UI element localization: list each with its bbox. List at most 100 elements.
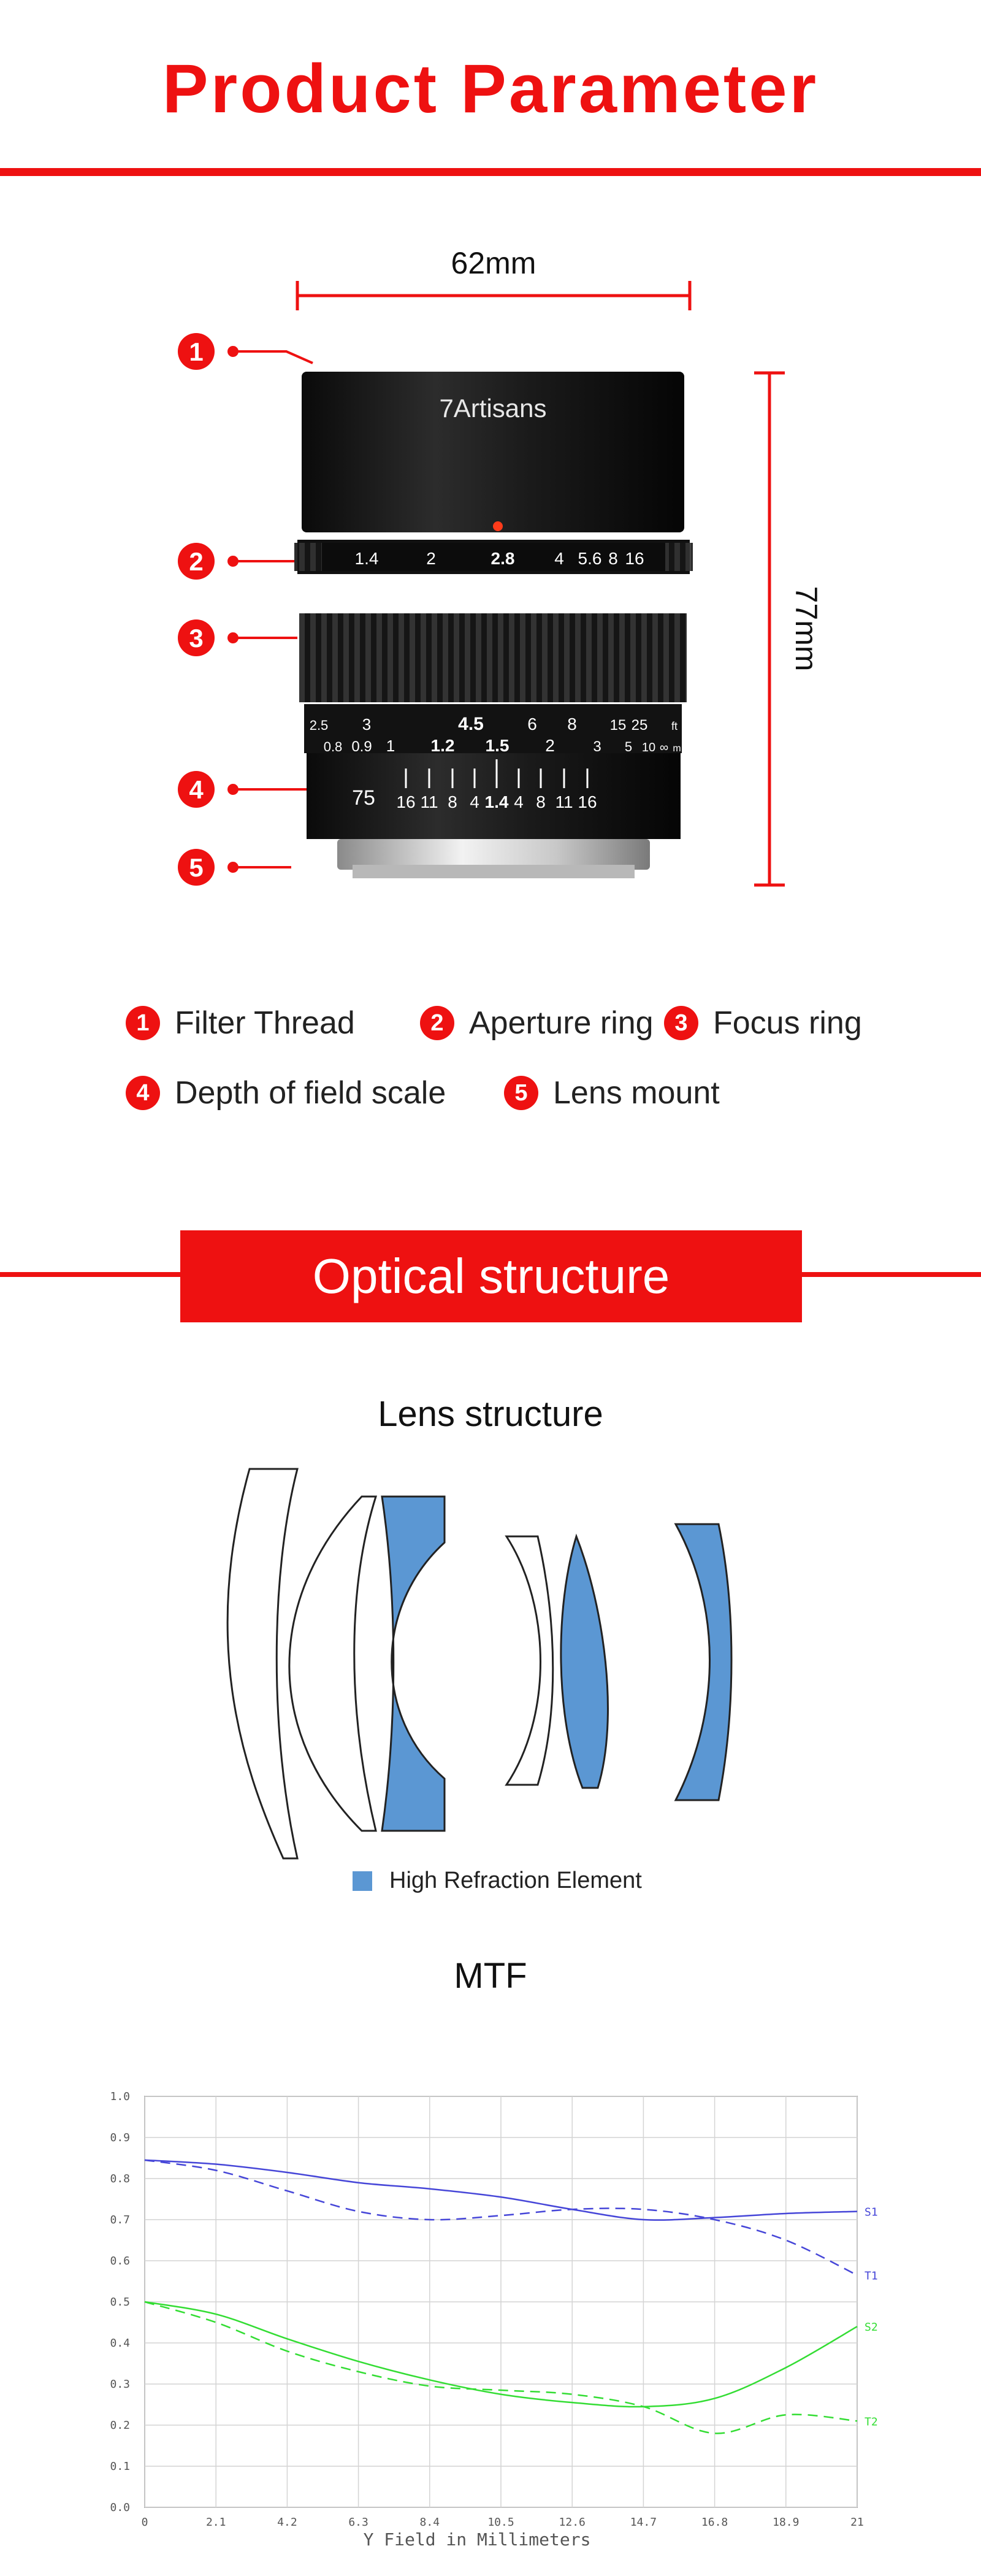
width-dimension: 62mm: [296, 246, 692, 310]
aperture-scale: 1.4 2 2.8 4 5.6 8 16: [355, 549, 644, 568]
callout-number: 5: [189, 853, 203, 882]
aperture-value: 16: [625, 549, 644, 568]
height-label: 77mm: [789, 586, 823, 672]
series-label-t1: T1: [865, 2269, 878, 2282]
chart-grid: [144, 2096, 858, 2508]
legend-filter-thread: 1 Filter Thread: [126, 1005, 355, 1041]
dof-value: 1.4: [485, 792, 509, 811]
mtf-series-t2: [144, 2301, 858, 2434]
legend-aperture-ring: 2 Aperture ring: [420, 1005, 654, 1041]
series-label-s2: S2: [865, 2321, 878, 2334]
series-label-t2: T2: [865, 2415, 878, 2428]
x-tick-label: 14.7: [630, 2516, 657, 2529]
legend-dof-scale: 4 Depth of field scale: [126, 1075, 446, 1111]
y-tick-label: 0.0: [110, 2501, 130, 2514]
aperture-value: 4: [554, 549, 564, 568]
lens-diagram: 62mm 77mm 7Artisans 1.4 2 2.8 4 5.6 8 16…: [178, 246, 823, 887]
x-axis-label: Y Field in Millimeters: [364, 2529, 591, 2550]
aperture-value: 8: [608, 549, 618, 568]
high-refraction-legend: High Refraction Element: [353, 1868, 642, 1894]
x-tick-label: 10.5: [487, 2516, 514, 2529]
focal-length: 75: [352, 786, 375, 810]
dof-scale: 16 11 8 4 1.4 4 8 11 16 75: [352, 786, 597, 811]
lens-structure-heading: Lens structure: [378, 1394, 603, 1434]
dof-value: 4: [514, 792, 524, 811]
distance-value: 3: [362, 715, 371, 734]
aperture-value: 1.4: [355, 549, 379, 568]
lens-body: 7Artisans: [294, 372, 693, 878]
distance-value: 10: [642, 741, 655, 754]
x-tick-label: 8.4: [420, 2516, 440, 2529]
dof-ticks: [405, 759, 589, 788]
legend-number: 4: [126, 1076, 160, 1110]
callout-number: 4: [189, 775, 204, 804]
distance-value: 1.2: [431, 736, 455, 755]
lens-element-5-high-refraction: [560, 1533, 609, 1789]
y-tick-label: 0.2: [110, 2419, 130, 2432]
mtf-series-s1: [144, 2159, 858, 2221]
distance-value: 1.5: [486, 736, 510, 755]
brand-logo: 7Artisans: [439, 394, 546, 423]
height-dimension: 77mm: [754, 371, 823, 887]
lens-element-4: [505, 1535, 554, 1786]
x-tick-label: 18.9: [773, 2516, 799, 2529]
distance-value: 3: [593, 738, 601, 755]
distance-value: 6: [527, 715, 537, 734]
distance-value: 2.5: [310, 718, 329, 733]
y-tick-label: 0.4: [110, 2337, 130, 2350]
legend-label: Filter Thread: [175, 1005, 355, 1041]
y-tick-label: 0.7: [110, 2214, 130, 2226]
x-tick-label: 21: [850, 2516, 864, 2529]
legend-label: Depth of field scale: [175, 1075, 446, 1111]
dof-value: 16: [396, 792, 415, 811]
high-refraction-swatch: [353, 1871, 372, 1891]
width-label: 62mm: [451, 246, 536, 280]
y-tick-label: 1.0: [110, 2090, 130, 2103]
callout-number: 2: [189, 547, 203, 576]
x-tick-label: 0: [142, 2516, 148, 2529]
x-tick-label: 12.6: [559, 2516, 586, 2529]
page-title: Product Parameter: [162, 50, 819, 127]
distance-value: 0.8: [324, 739, 343, 754]
callout-lines: [227, 346, 313, 873]
x-tick-label: 6.3: [348, 2516, 368, 2529]
distance-scale: 2.5 3 4.5 6 8 15 25 ft 0.8 0.9 1 1.2 1.5…: [310, 714, 681, 755]
callout-number: 3: [189, 624, 203, 653]
callout-number: 1: [189, 337, 203, 366]
lens-element-1: [226, 1468, 299, 1860]
series-label-s1: S1: [865, 2206, 878, 2219]
distance-value: m: [673, 743, 681, 754]
y-tick-label: 0.8: [110, 2172, 130, 2185]
distance-value: 15: [610, 717, 627, 734]
legend-number: 1: [126, 1006, 160, 1040]
legend-focus-ring: 3 Focus ring: [664, 1005, 862, 1041]
dof-value: 4: [470, 792, 479, 811]
chart-series: [144, 2159, 858, 2434]
x-tick-label: 16.8: [701, 2516, 728, 2529]
distance-value: 8: [567, 715, 577, 734]
lens-element-3-high-refraction: [381, 1495, 446, 1832]
legend-label: Focus ring: [713, 1005, 862, 1041]
y-tick-label: 0.5: [110, 2296, 130, 2309]
legend-lens-mount: 5 Lens mount: [504, 1075, 720, 1111]
mtf-series-s2: [144, 2301, 858, 2408]
callout-markers: 1 2 3 4 5: [178, 333, 215, 886]
high-refraction-label: High Refraction Element: [389, 1868, 642, 1893]
dof-value: 16: [578, 792, 597, 811]
aperture-value: 2.8: [491, 549, 515, 568]
distance-value: 2: [545, 736, 555, 755]
y-tick-label: 0.3: [110, 2378, 130, 2391]
dof-value: 11: [555, 792, 573, 811]
distance-value: 5: [625, 739, 632, 754]
dof-value: 11: [420, 792, 438, 811]
legend-number: 3: [664, 1006, 698, 1040]
distance-value: 25: [632, 717, 648, 734]
y-tick-label: 0.6: [110, 2255, 130, 2267]
legend-number: 2: [420, 1006, 454, 1040]
x-tick-label: 2.1: [206, 2516, 226, 2529]
distance-value: 1: [386, 737, 395, 755]
aperture-value: 2: [426, 549, 436, 568]
distance-value: ∞: [660, 741, 668, 754]
